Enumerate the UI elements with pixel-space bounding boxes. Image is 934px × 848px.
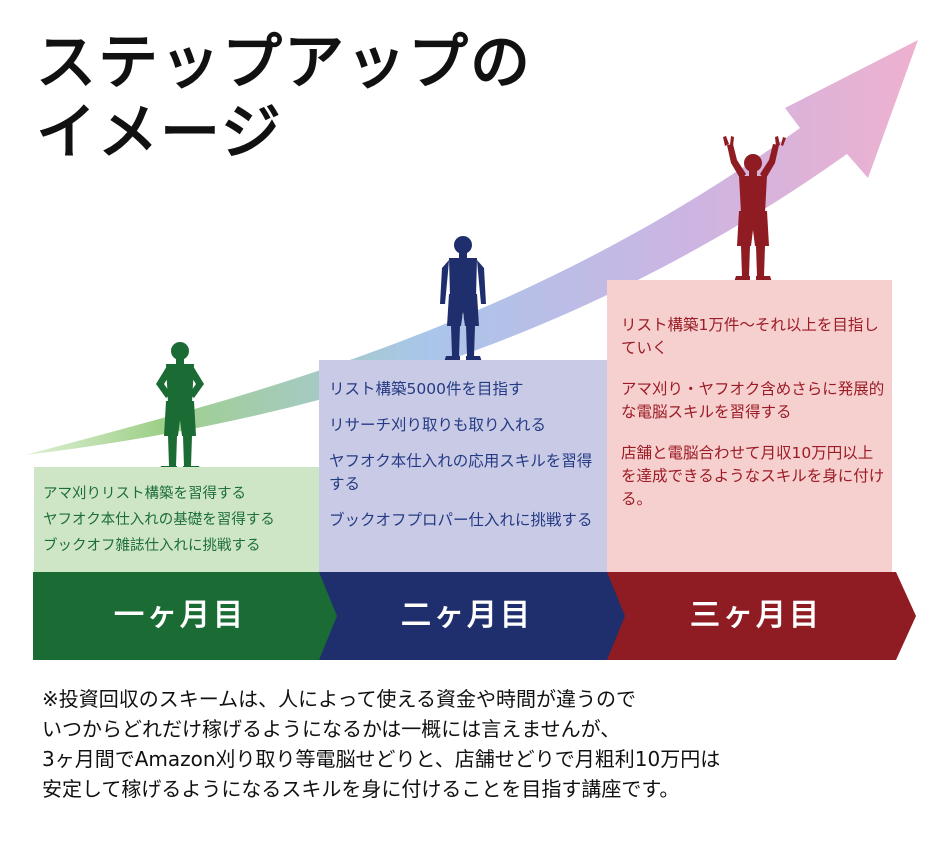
month-bar-3	[607, 572, 916, 660]
footnote: ※投資回収のスキームは、人によって使える資金や時間が違うので いつからどれだけ稼…	[42, 684, 922, 804]
step-1-label: 一ヶ月目	[114, 598, 246, 633]
step-2-item: リサーチ刈り取りも取り入れる	[329, 416, 547, 434]
step-1-item: アマ刈りリスト構築を習得する	[43, 486, 246, 502]
step-3-item: リスト構築1万件〜それ以上を目指していく	[621, 316, 879, 357]
footnote-line: 3ヶ月間でAmazon刈り取り等電脳せどりと、店舗せどりで月粗利10万円は	[42, 747, 721, 771]
footnote-line: いつからどれだけ稼げるようになるかは一概には言えませんが、	[42, 717, 621, 741]
step-2-item: ヤフオク本仕入れの応用スキルを習得する	[329, 452, 593, 493]
month-bar	[33, 572, 916, 660]
step-2-item: ブックオフプロパー仕入れに挑戦する	[329, 511, 593, 529]
step-1-panel: アマ刈りリスト構築を習得する ヤフオク本仕入れの基礎を習得する ブックオフ雑誌仕…	[34, 467, 319, 572]
step-2-label: 二ヶ月目	[401, 598, 533, 633]
person-victory-icon	[723, 136, 786, 282]
step-3-panel: リスト構築1万件〜それ以上を目指していく アマ刈り・ヤフオク含めさらに発展的な電…	[607, 280, 892, 572]
step-3-item: 店舗と電脳合わせて月収10万円以上を達成できるようなスキルを身に付ける。	[621, 444, 885, 508]
page-title: ステップアップの イメージ	[36, 28, 532, 168]
page-title-line-1: ステップアップの	[36, 28, 532, 98]
footnote-line: 安定して稼げるようになるスキルを身に付けることを目指す講座です。	[42, 777, 680, 801]
step-1-item: ヤフオク本仕入れの基礎を習得する	[43, 512, 275, 528]
person-standing-icon	[440, 236, 486, 362]
footnote-line: ※投資回収のスキームは、人によって使える資金や時間が違うので	[42, 687, 636, 711]
step-3-label: 三ヶ月目	[690, 598, 822, 633]
person-hands-on-hips-icon	[156, 342, 204, 471]
step-1-item: ブックオフ雑誌仕入れに挑戦する	[43, 538, 261, 554]
step-2-item: リスト構築5000件を目指す	[329, 380, 524, 398]
step-2-panel: リスト構築5000件を目指す リサーチ刈り取りも取り入れる ヤフオク本仕入れの応…	[319, 360, 607, 572]
month-bar-1	[33, 572, 343, 660]
page-title-line-2: イメージ	[36, 98, 283, 168]
step-3-item: アマ刈り・ヤフオク含めさらに発展的な電脳スキルを習得する	[621, 380, 885, 421]
month-bar-2	[319, 572, 632, 660]
